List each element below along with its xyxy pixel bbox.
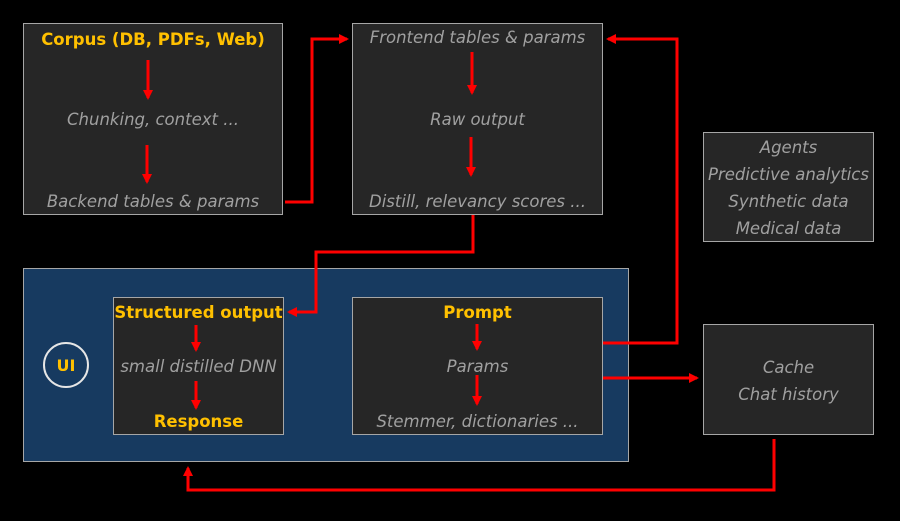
arrow-prompt-to-frontend — [603, 34, 679, 345]
structured-output-title: Structured output — [114, 303, 283, 322]
medical-data-label: Medical data — [735, 219, 842, 238]
structured-output-box: Structured output small distilled DNN Re… — [113, 297, 284, 435]
applications-box: Agents Predictive analytics Synthetic da… — [703, 132, 874, 242]
stemmer-label: Stemmer, dictionaries ... — [376, 412, 579, 431]
raw-output-label: Raw output — [430, 110, 525, 129]
predictive-analytics-label: Predictive analytics — [708, 165, 869, 184]
cache-label: Cache — [762, 358, 815, 377]
ui-badge-label: UI — [56, 355, 76, 375]
params-label: Params — [446, 357, 509, 376]
agents-label: Agents — [759, 138, 818, 157]
cache-box: Cache Chat history — [703, 324, 874, 435]
frontend-tables-label: Frontend tables & params — [369, 28, 586, 47]
frontend-box: Frontend tables & params Raw output Dist… — [352, 23, 603, 215]
arrow-cache-to-ui — [183, 439, 776, 492]
backend-tables-label: Backend tables & params — [46, 192, 260, 211]
distilled-dnn-label: small distilled DNN — [120, 357, 277, 376]
chunking-label: Chunking, context ... — [67, 110, 239, 129]
corpus-title: Corpus (DB, PDFs, Web) — [41, 30, 265, 49]
synthetic-data-label: Synthetic data — [728, 192, 849, 211]
arrow-backend-to-frontend — [285, 34, 349, 204]
prompt-title: Prompt — [443, 303, 512, 322]
arrow-distill-to-structured — [287, 215, 475, 317]
chat-history-label: Chat history — [738, 385, 839, 404]
response-title: Response — [153, 412, 244, 431]
distill-label: Distill, relevancy scores ... — [369, 192, 586, 211]
prompt-box: Prompt Params Stemmer, dictionaries ... — [352, 297, 603, 435]
corpus-box: Corpus (DB, PDFs, Web) Chunking, context… — [23, 23, 283, 215]
ui-badge: UI — [43, 342, 89, 388]
